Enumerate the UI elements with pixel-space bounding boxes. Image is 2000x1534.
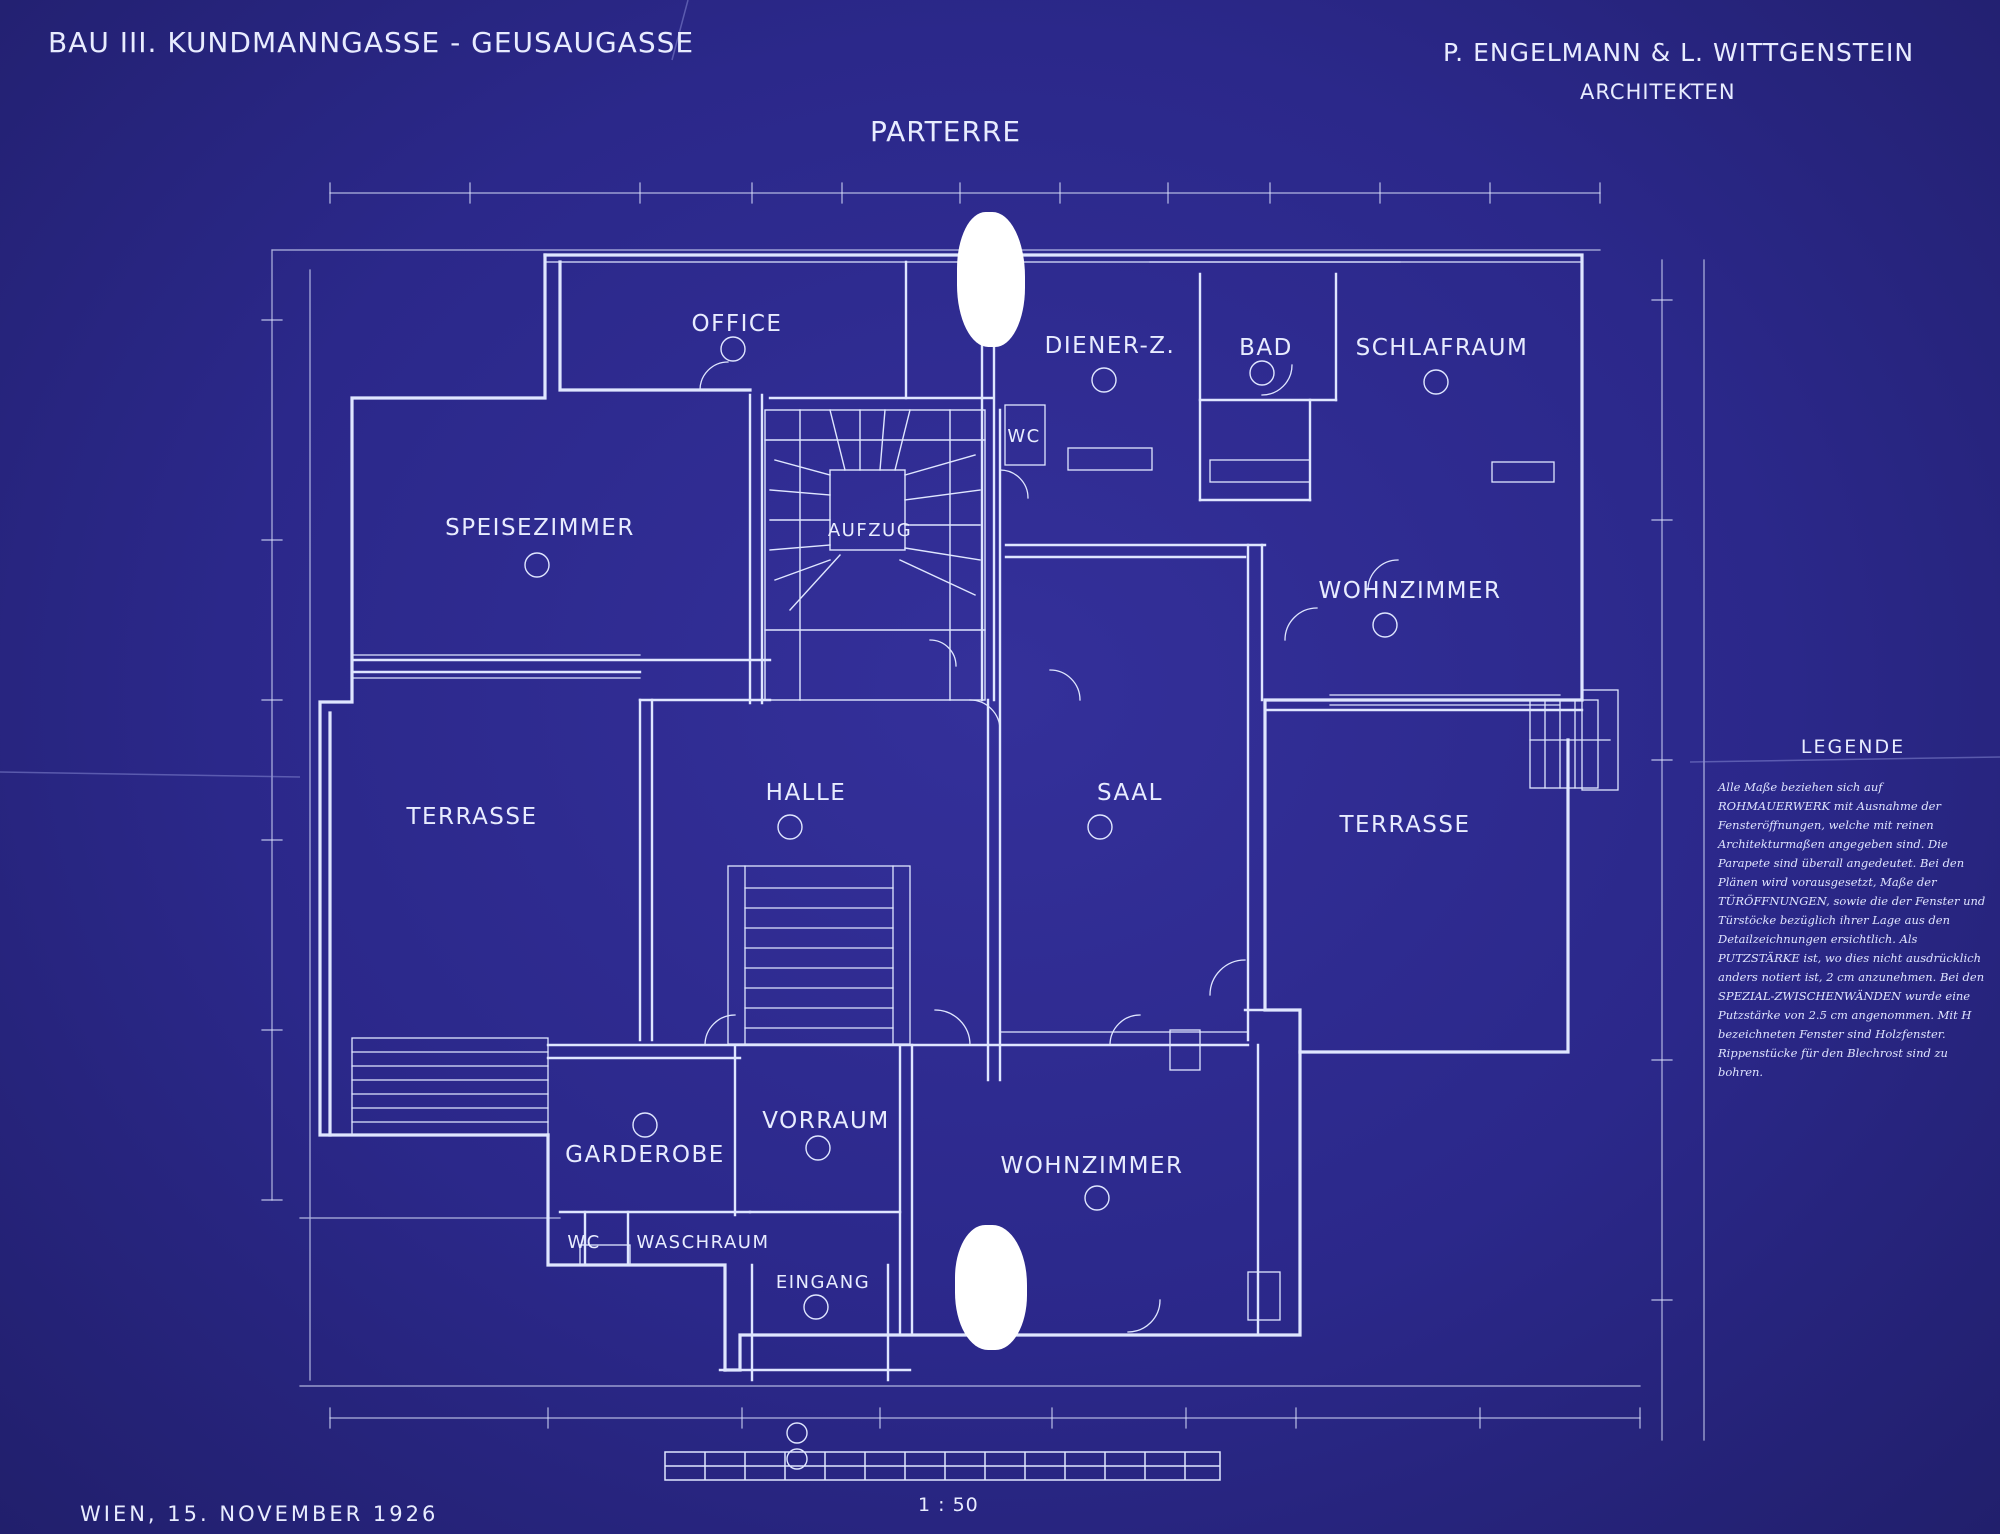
- legend-text: Alle Maße beziehen sich auf ROHMAUERWERK…: [1718, 780, 1986, 1079]
- built-ins: [579, 404, 1555, 1321]
- interior-walls: [350, 260, 1584, 1382]
- room-label-schlafraum: SCHLAFRAUM: [1355, 335, 1529, 361]
- room-label-saal: SAAL: [1097, 780, 1163, 806]
- room-label-terrasse-west: TERRASSE: [406, 804, 538, 830]
- room-label-aufzug: AUFZUG: [827, 520, 913, 541]
- legend-title: LEGENDE: [1800, 736, 1906, 758]
- floor-title: PARTERRE: [870, 115, 1022, 148]
- room-label-wohnzimmer-east: WOHNZIMMER: [1318, 578, 1502, 604]
- room-label-diener: DIENER-Z.: [1044, 333, 1176, 359]
- window-row-north: [351, 261, 1583, 1033]
- room-label-terrasse-east: TERRASSE: [1339, 812, 1471, 838]
- project-title: BAU III. KUNDMANNGASSE - GEUSAUGASSE: [48, 26, 695, 59]
- terrace-steps-west: [351, 1037, 549, 1136]
- door-swings: [699, 361, 1399, 1333]
- room-label-eingang: EINGANG: [775, 1272, 871, 1293]
- room-label-wc-upper: WC: [1007, 426, 1041, 447]
- room-label-waschraum: WASCHRAUM: [636, 1232, 770, 1253]
- scale-label: 1 : 50: [918, 1494, 979, 1516]
- room-label-bad: BAD: [1239, 335, 1293, 361]
- room-label-wc-lower: WC: [567, 1232, 601, 1253]
- entrance-stair: [727, 865, 911, 1045]
- date-line: WIEN, 15. NOVEMBER 1926: [80, 1502, 439, 1526]
- terrace-steps-east: [1529, 689, 1619, 791]
- punch-hole-bottom: [955, 1225, 1027, 1350]
- room-label-vorraum: VORRAUM: [762, 1108, 890, 1134]
- main-stair: [764, 409, 986, 701]
- architects-subtitle: ARCHITEKTEN: [1580, 80, 1736, 104]
- architects: P. ENGELMANN & L. WITTGENSTEIN: [1443, 38, 1915, 67]
- room-label-garderobe: GARDEROBE: [565, 1142, 725, 1168]
- room-number-markers: [524, 336, 1449, 1470]
- scale-bar: [664, 1451, 1221, 1481]
- dimension-ticks: [261, 182, 1673, 1429]
- room-label-speisezimmer: SPEISEZIMMER: [445, 515, 635, 541]
- punch-hole-top: [957, 212, 1025, 347]
- room-label-office: OFFICE: [691, 311, 783, 337]
- room-label-halle: HALLE: [765, 780, 847, 806]
- paper-creases: [0, 0, 2000, 778]
- legend: LEGENDE Alle Maße beziehen sich auf ROHM…: [1718, 736, 1988, 1082]
- room-label-wohnzimmer-south: WOHNZIMMER: [1000, 1153, 1184, 1179]
